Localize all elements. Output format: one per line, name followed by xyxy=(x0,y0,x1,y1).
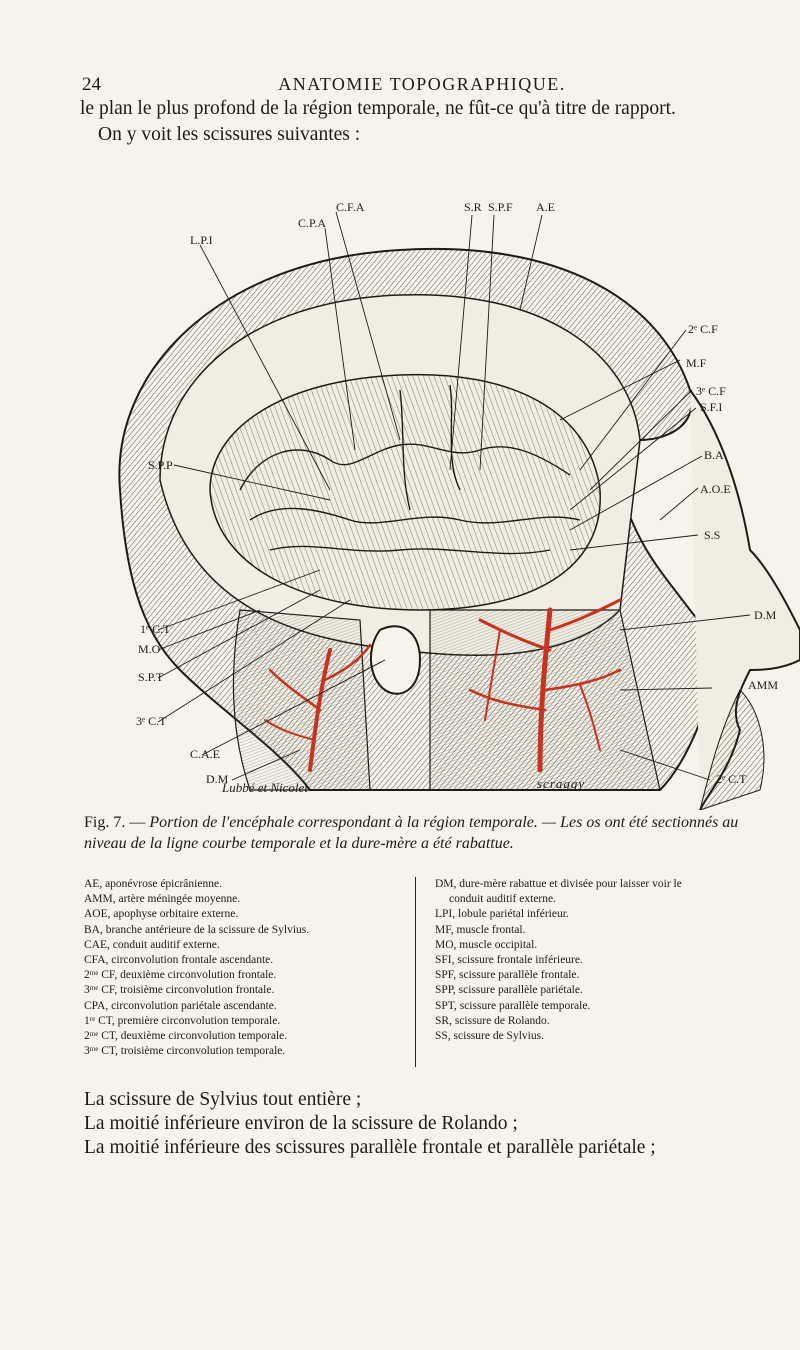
closing-paragraph: La scissure de Sylvius tout entière ; La… xyxy=(84,1088,784,1160)
legend-entry: 3ᵐᵉ CT, troisième circonvolution tempora… xyxy=(84,1045,286,1058)
legend-entry: 2ᵐᵉ CF, deuxième circonvolution frontale… xyxy=(84,969,277,982)
legend-right-column: DM, dure-mère rabattue et divisée pour l… xyxy=(435,877,775,1044)
temporal-muscle xyxy=(429,609,661,791)
legend-entry: MO, muscle occipital. xyxy=(435,938,538,951)
legend-entry-continuation: conduit auditif externe. xyxy=(449,893,556,906)
figure-number: Fig. 7. — xyxy=(84,814,146,831)
engraver-signature: scraggy xyxy=(537,776,586,791)
label-aoe: A.O.E xyxy=(700,482,731,496)
closing-line-1: La scissure de Sylvius tout entière ; xyxy=(84,1089,362,1110)
label-dm-right: D.M xyxy=(754,608,777,622)
label-mo: M.O xyxy=(138,642,161,656)
running-title: ANATOMIE TOPOGRAPHIQUE. xyxy=(278,74,566,94)
label-spt: S.P.T xyxy=(138,670,164,684)
legend-entry: AOE, apophyse orbitaire externe. xyxy=(84,908,239,921)
intro-paragraph: le plan le plus profond de la région tem… xyxy=(80,96,770,148)
label-cpa: C.P.A xyxy=(298,216,327,230)
legend-entry: 3ᵐᵉ CF, troisième circonvolution frontal… xyxy=(84,984,275,997)
legend-divider xyxy=(415,877,416,1067)
head-illustration xyxy=(118,211,800,810)
page-header: 24 ANATOMIE TOPOGRAPHIQUE. xyxy=(82,74,762,96)
label-ba: B.A xyxy=(704,448,724,462)
label-3ct: 3ᵉ C.T xyxy=(136,714,167,728)
legend-entry: SS, scissure de Sylvius. xyxy=(435,1030,544,1043)
ear-canal xyxy=(369,625,422,695)
label-3cf: 3ᵉ C.F xyxy=(696,384,726,398)
legend-entry: SPP, scissure parallèle pariétale. xyxy=(435,984,583,997)
legend-entry: 2ᵐᵉ CT, deuxième circonvolution temporal… xyxy=(84,1030,288,1043)
label-ss: S.S xyxy=(704,528,721,542)
legend-left-column: AE, aponévrose épicrânienne. AMM, artère… xyxy=(84,877,404,1059)
label-cae: C.A.E xyxy=(190,747,220,761)
label-2cf: 2ᵉ C.F xyxy=(688,322,718,336)
label-dm-left: D.M xyxy=(206,772,229,786)
legend-entry: 1ʳᵉ CT, première circonvolution temporal… xyxy=(84,1014,281,1027)
legend-entry: SPT, scissure parallèle temporale. xyxy=(435,999,591,1012)
figure-caption: Fig. 7. — Portion de l'encéphale corresp… xyxy=(84,812,764,854)
closing-line-3: La moitié inférieure des scissures paral… xyxy=(84,1137,656,1158)
legend-entry: AMM, artère méningée moyenne. xyxy=(84,893,241,906)
label-ae: A.E xyxy=(536,200,555,214)
legend-entry: SPF, scissure parallèle frontale. xyxy=(435,969,580,982)
legend-entry: MF, muscle frontal. xyxy=(435,923,526,936)
label-sr: S.R xyxy=(464,200,482,214)
intro-line-2: On y voit les scissures suivantes : xyxy=(98,124,361,145)
label-cfa: C.F.A xyxy=(336,200,365,214)
gyri-lines xyxy=(239,384,581,555)
legend-entry: DM, dure-mère rabattue et divisée pour l… xyxy=(435,878,682,890)
legend-entry: CPA, circonvolution pariétale ascendante… xyxy=(84,999,277,1012)
beard xyxy=(699,689,765,810)
label-spf: S.P.F xyxy=(488,200,513,214)
legend-entry: CAE, conduit auditif externe. xyxy=(84,938,220,951)
illustrator-credit: Lubbé et Nicolet xyxy=(222,780,308,795)
intro-line-1: le plan le plus profond de la région tem… xyxy=(80,98,676,119)
label-amm: AMM xyxy=(748,678,779,692)
brain-region xyxy=(209,373,601,611)
label-lpi: L.P.I xyxy=(190,233,213,247)
legend-entry: CFA, circonvolution frontale ascendante. xyxy=(84,954,274,967)
leader-lines xyxy=(157,211,751,781)
anatomical-figure: C.F.A C.P.A L.P.I S.R S.P.F A.E 2ᵉ C.F M… xyxy=(100,190,800,810)
legend-entry: BA, branche antérieure de la scissure de… xyxy=(84,923,310,936)
legend-entry: SR, scissure de Rolando. xyxy=(435,1014,550,1027)
occipital-muscle xyxy=(232,609,371,791)
page-number: 24 xyxy=(82,74,101,95)
legend-entry: SFI, scissure frontale inférieure. xyxy=(435,954,583,967)
label-sfi: S.F.I xyxy=(700,400,723,414)
label-1ct: 1ᵉ C.T xyxy=(140,622,171,636)
figure-caption-text: Portion de l'encéphale correspondant à l… xyxy=(84,814,739,852)
middle-meningeal-artery xyxy=(264,598,622,773)
legend-entry: LPI, lobule pariétal inférieur. xyxy=(435,908,569,921)
label-2ct: 2ᵉ C.T xyxy=(716,772,747,786)
closing-line-2: La moitié inférieure environ de la sciss… xyxy=(84,1113,518,1134)
label-mf: M.F xyxy=(686,356,707,370)
label-spp: S.P.P xyxy=(148,458,173,472)
legend-entry: AE, aponévrose épicrânienne. xyxy=(84,878,222,890)
